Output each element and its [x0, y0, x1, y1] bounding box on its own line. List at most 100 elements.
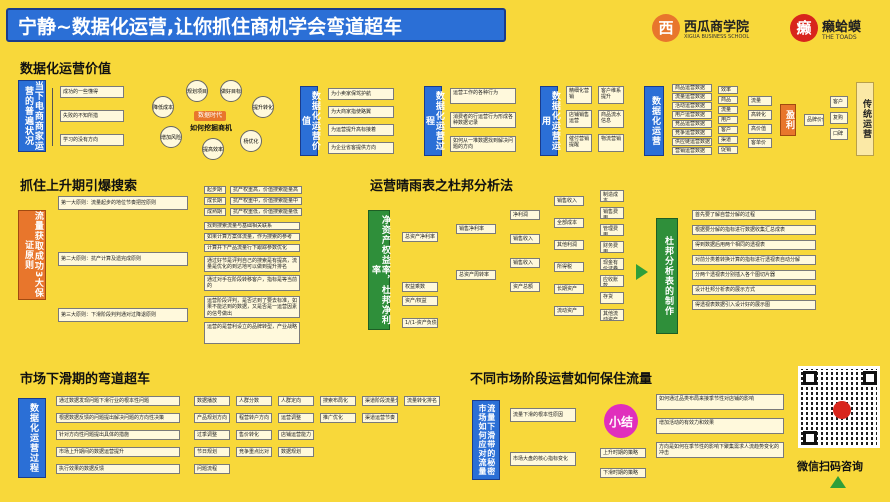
- s1-ops-metric: 竞品运营数据: [672, 120, 712, 128]
- s3-l5: 应收账款: [600, 275, 624, 287]
- s3-l5: 其他流动资产: [600, 309, 624, 321]
- s3-left-box: 净资产权益率，杜邦净利率: [368, 210, 390, 330]
- s2-left-box: 流量获取成功3大保证原则: [18, 210, 46, 300]
- s1-ops-goal: 客单价: [748, 138, 772, 148]
- s1-process-box: 数据化运营过程: [424, 86, 444, 156]
- s3-step: 对前分类着转换计算的指标进行透视表自动分解: [692, 255, 816, 265]
- s3-l4: 所得税: [554, 262, 584, 272]
- s5-cause: 市场大盘的核心指标变化: [510, 452, 576, 466]
- s1-apply-item: 物流营销: [598, 134, 624, 152]
- s3-l4: 销售收入: [554, 196, 584, 206]
- s1-ops-metric: 营销运营数据: [672, 147, 712, 155]
- summary-circle: 小结: [604, 404, 638, 438]
- s1-value-box: 数据化运营价值: [300, 86, 320, 156]
- s1-apply-item: 店铺销售运营: [566, 110, 592, 128]
- s1-apply-item: 催付营销提醒: [566, 134, 592, 152]
- s3-step: 首先要了解自营分解的过程: [692, 210, 816, 220]
- s3-step: 根据要分解的指标进行数据收集汇总成表: [692, 225, 816, 235]
- s1-status-item: 失败的不知所措: [60, 110, 124, 122]
- s1-value-item: 为大商家指使路翼: [328, 106, 394, 118]
- s1-ops-metric: 活动运营数据: [672, 102, 712, 110]
- s3-l1: 权益乘数: [402, 282, 438, 292]
- s2-stage: 起步期: [204, 186, 226, 194]
- s2-stage-desc: 抗产权重低，价值搜索能量低: [230, 208, 302, 216]
- s3-step: 设计杜邦分析表的展示方式: [692, 285, 816, 295]
- s4-row: 根据数据反馈的问题提出解决问题的方向性决策: [56, 413, 180, 423]
- s3-l2: 销售净利率: [456, 224, 496, 234]
- s1-ops-goal: 高转化: [748, 110, 772, 120]
- s3-l5: 财务费用: [600, 241, 624, 253]
- section-title-overtake: 市场下滑期的弯道超车: [20, 372, 151, 387]
- value-circle: 降低成本: [152, 96, 174, 118]
- s3-l4: 流动资产: [554, 306, 584, 316]
- s4-step: 搜索布局化: [320, 396, 356, 406]
- s1-ops-dim: 用户: [718, 116, 738, 124]
- s2-calc-item: 如果计算方案体流量，作为搜索的参考: [204, 233, 300, 241]
- s2-principle: 第三大原则：下滑阶段判判通对过降退原则: [58, 308, 188, 322]
- qr-label: 微信扫码咨询: [797, 460, 863, 473]
- s5-strategy: 上升时期的策略: [600, 448, 646, 458]
- s2-calc-item: 计算并下产品流量行下跟踪参数优化: [204, 244, 300, 252]
- s1-process-item: 如何从一堆数据找到解决问题的方向: [450, 136, 516, 152]
- s3-l3: 净利润: [510, 210, 540, 220]
- toads-logo-sub: THE TOADS: [822, 34, 857, 41]
- s2-stage: 成熟期: [204, 208, 226, 216]
- s1-ops-metric: 供应链运营数据: [672, 138, 712, 146]
- s1-status-item: 成功的一些懂得: [60, 86, 124, 98]
- wechat-qr-code: [798, 366, 880, 448]
- s4-row: 针对方向性问题提出具体的措施: [56, 430, 180, 440]
- s4-row: 执行效果的数据反馈: [56, 464, 180, 474]
- s3-l5: 销售费用: [600, 207, 624, 219]
- xigua-logo: 西 西瓜商学院 XIGUA BUSINESS SCHOOL: [652, 14, 772, 46]
- s4-step: 人群分数: [236, 396, 272, 406]
- s1-apply-item: 商品流水信息: [598, 110, 624, 128]
- xigua-logo-mark: 西: [652, 14, 680, 42]
- s2-decline-item: 运营阶段评判，是否达到了要去标准，如果不能达到的数据，又是否是一运营因素的信号做…: [204, 296, 300, 318]
- toads-logo-mark: 癞: [790, 14, 818, 42]
- s1-value-item: 为企业省客提供方向: [328, 142, 394, 154]
- s3-l1: 总资产净利率: [402, 232, 438, 242]
- s4-step: 节日规划: [194, 447, 230, 457]
- s3-l4: 全部成本: [554, 218, 584, 228]
- s4-step: 运营调整: [278, 413, 314, 423]
- section-title-dupont: 运营晴雨表之杜邦分析法: [370, 179, 514, 194]
- s2-stage: 成长期: [204, 197, 226, 205]
- s4-step: 渠道阶段流量分: [362, 396, 398, 406]
- hub-label: 如何挖掘商机: [190, 124, 232, 132]
- s2-stage-desc: 抗产权重中，价值搜索能量中: [230, 197, 302, 205]
- s4-step: 数据播放: [194, 396, 230, 406]
- value-circle: 杨优化: [240, 130, 262, 152]
- s1-ops-dim: 流量: [718, 106, 738, 114]
- s5-left-box: 流量下滑带的秘密市场如何应对流量: [472, 400, 500, 480]
- s4-step: 过季调整: [194, 430, 230, 440]
- s1-ops-goal: 高价值: [748, 124, 772, 134]
- s3-l3: 销售收入: [510, 234, 540, 244]
- s3-step: 得透视表数据引入设计好的展示图: [692, 300, 816, 310]
- s1-process-item: 运营工作的各种行为: [450, 88, 516, 104]
- s3-l3: 资产总额: [510, 282, 540, 292]
- s1-ops-metric: 竞争运营数据: [672, 129, 712, 137]
- s3-l5: 管理费用: [600, 224, 624, 236]
- s1-process-item: 消费者的行运营行为形成各种数据记录: [450, 112, 516, 128]
- data-era-badge: 数据时代: [194, 111, 226, 121]
- s4-left-box: 数据化运营过程: [18, 398, 46, 478]
- s4-row: 市场上升期间的数据运营提升: [56, 447, 180, 457]
- value-circle: 提高效率: [202, 138, 224, 160]
- s5-cause: 流量下滑的根本性原因: [510, 408, 576, 422]
- s1-ops-dim: 商品: [718, 96, 738, 104]
- xigua-logo-name: 西瓜商学院: [684, 20, 750, 35]
- traditional-ops-box: 传统运营: [856, 82, 874, 156]
- s1-status-item: 学习的没有方向: [60, 134, 124, 146]
- s5-note: 方向是如何在季节性的影响下聚集需求人流趋势变化的冲击: [656, 442, 784, 458]
- s3-step: 得到数据后用两个相同的透视表: [692, 240, 816, 250]
- section-title-value: 数据化运营价值: [20, 62, 112, 77]
- s4-step: 流量转化排名: [404, 396, 440, 406]
- s3-l5: 制造成本: [600, 190, 624, 202]
- s4-step: 程营转户方向: [236, 413, 272, 423]
- s4-row: 通过数据发现问题下滑行业的根本性问题: [56, 396, 180, 406]
- section-title-search: 抓住上升期引爆搜索: [20, 179, 138, 194]
- s2-eval-item: 通过对手在阶段转移客户，指标是等当前的: [204, 275, 300, 291]
- s1-ops-dim: 效率: [718, 86, 738, 94]
- s1-ops-customer: 复购: [830, 112, 848, 124]
- s4-step: 渠道运营节奏: [362, 413, 398, 423]
